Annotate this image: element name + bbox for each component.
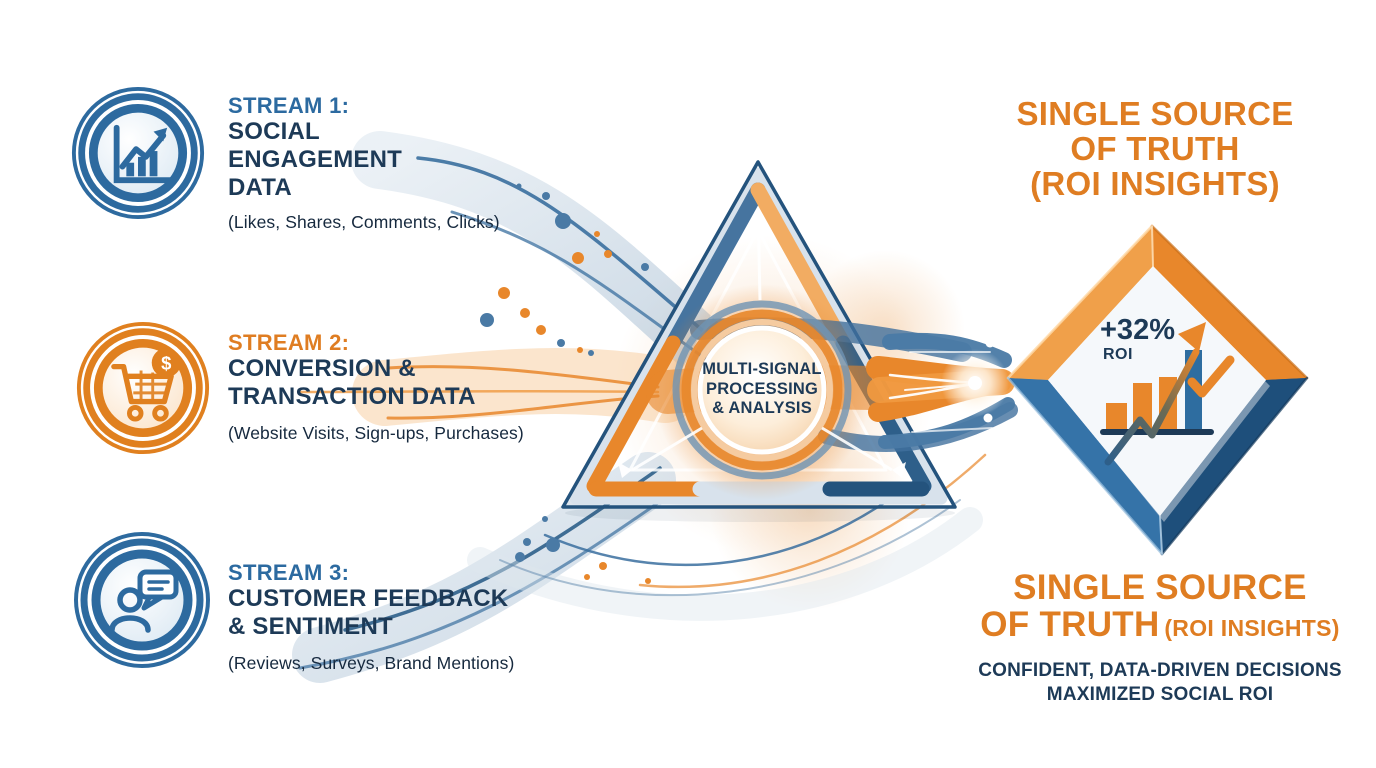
- result-footer: SINGLE SOURCE OF TRUTH (ROI INSIGHTS) CO…: [950, 570, 1370, 707]
- check-icon: [1187, 355, 1235, 398]
- stream3-badge: [72, 530, 212, 675]
- stream1-title-line1: SOCIAL: [228, 118, 320, 145]
- stream2-badge: $: [75, 320, 211, 461]
- processor-line3: & ANALYSIS: [712, 399, 812, 417]
- processor-line1: MULTI-SIGNAL: [702, 360, 822, 378]
- stream2-subtitle: (Website Visits, Sign-ups, Purchases): [228, 423, 524, 443]
- shopping-cart-dollar-icon: $: [76, 321, 210, 455]
- dollar-symbol: $: [161, 353, 171, 374]
- stream2-label: STREAM 2:: [228, 330, 350, 355]
- roi-diamond: [1006, 224, 1309, 556]
- result-heading-line2: OF TRUTH: [1070, 130, 1240, 167]
- result-heading-line3: (ROI INSIGHTS): [1030, 165, 1280, 202]
- footer-sub1: CONFIDENT, DATA-DRIVEN DECISIONS: [978, 660, 1342, 681]
- person-feedback-icon: [74, 532, 210, 668]
- stream3-subtitle: (Reviews, Surveys, Brand Mentions): [228, 653, 515, 673]
- stream2-title-line2: TRANSACTION DATA: [228, 383, 476, 410]
- result-heading-line1: SINGLE SOURCE: [1016, 95, 1294, 132]
- stream2-flow-ribbon: [298, 347, 698, 426]
- roi-metric-value: +32%: [1100, 314, 1175, 346]
- stream1-badge: [70, 85, 206, 226]
- result-heading: SINGLE SOURCE OF TRUTH (ROI INSIGHTS): [975, 96, 1335, 201]
- footer-line2-paren: (ROI INSIGHTS): [1164, 615, 1340, 641]
- stream1-subtitle: (Likes, Shares, Comments, Clicks): [228, 212, 500, 232]
- roi-metric-label: ROI: [1103, 346, 1133, 363]
- processor-label: MULTI-SIGNAL PROCESSING & ANALYSIS: [687, 360, 837, 419]
- stream1-title-line3: DATA: [228, 174, 292, 201]
- stream1-label: STREAM 1:: [228, 93, 350, 118]
- stream3-title-line2: & SENTIMENT: [228, 613, 393, 640]
- output-beam: [866, 332, 1015, 449]
- stream1-title-line2: ENGAGEMENT: [228, 146, 403, 173]
- processor-circle: [618, 207, 906, 500]
- stream3-title-line1: CUSTOMER FEEDBACK: [228, 585, 509, 612]
- stream3-text-block: STREAM 3: CUSTOMER FEEDBACK & SENTIMENT …: [228, 561, 514, 674]
- stream1-text-block: STREAM 1: SOCIAL ENGAGEMENT DATA (Likes,…: [228, 94, 500, 233]
- stream2-text-block: STREAM 2: CONVERSION & TRANSACTION DATA …: [228, 331, 524, 444]
- growth-bar-chart-icon: [71, 86, 205, 220]
- processor-line2: PROCESSING: [705, 379, 819, 398]
- footer-line1: SINGLE SOURCE: [1013, 568, 1307, 607]
- roi-mini-chart: [1100, 322, 1235, 466]
- footer-sub2: MAXIMIZED SOCIAL ROI: [1046, 684, 1274, 705]
- stream2-title-line1: CONVERSION &: [228, 355, 416, 382]
- stream3-label: STREAM 3:: [228, 560, 350, 585]
- footer-line2-main: OF TRUTH: [980, 605, 1160, 644]
- footer-line2: OF TRUTH (ROI INSIGHTS): [950, 606, 1370, 651]
- scatter-dots: [480, 183, 651, 584]
